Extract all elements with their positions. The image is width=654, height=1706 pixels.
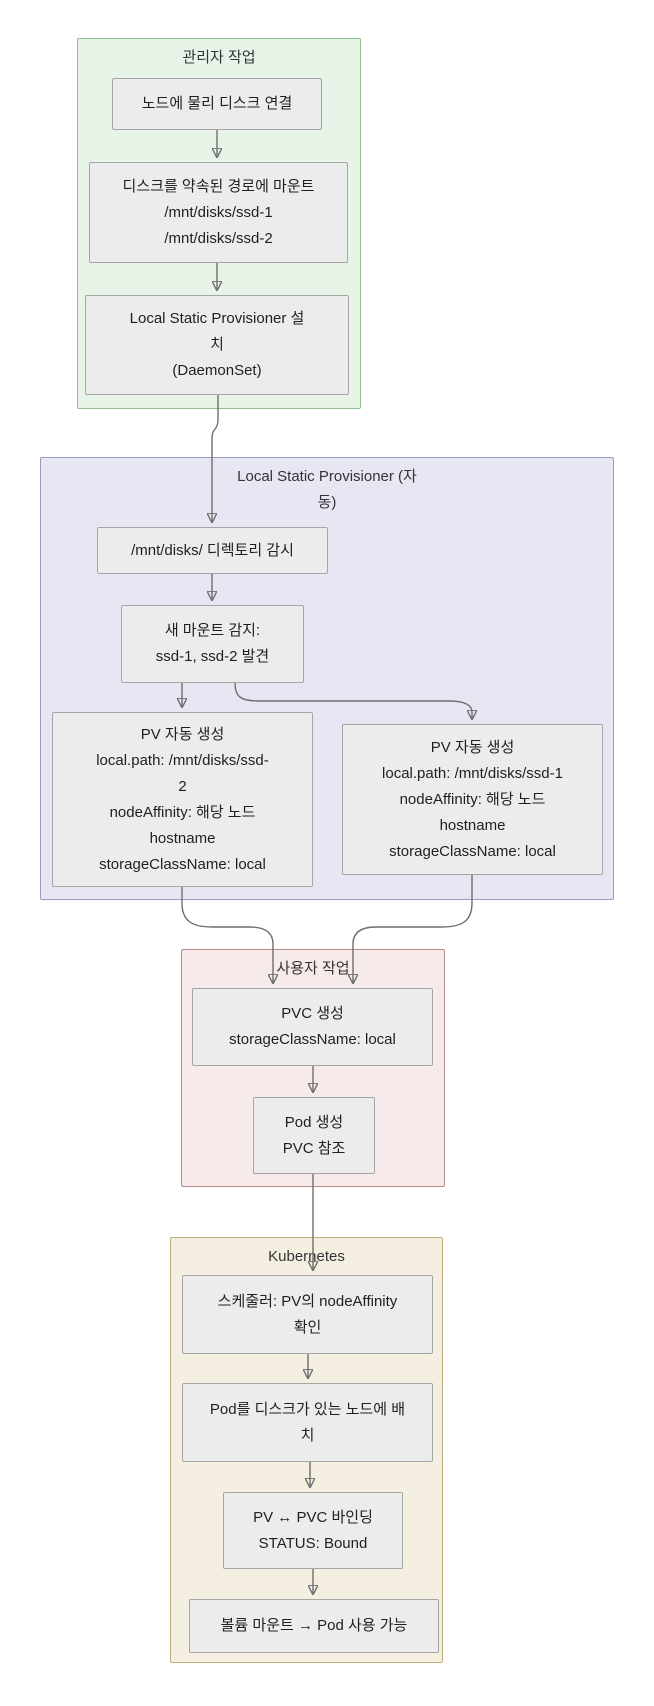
node-line: local.path: /mnt/disks/ssd-1 (382, 764, 563, 782)
node-line: nodeAffinity: 해당 노드 (109, 803, 256, 821)
group-title-line: 동) (317, 494, 337, 511)
node-line: /mnt/disks/ssd-1 (164, 203, 273, 221)
node-line: PV ↔ PVC 바인딩 (253, 1508, 373, 1526)
node-line: storageClassName: local (389, 842, 556, 860)
node-install-provisioner: Local Static Provisioner 설 치 (DaemonSet) (85, 295, 349, 395)
arrow-detect-to-pv1 (234, 682, 472, 718)
node-line: STATUS: Bound (258, 1534, 368, 1552)
node-line: Pod 생성 (284, 1113, 344, 1131)
node-line: 스케줄러: PV의 nodeAffinity (217, 1292, 398, 1310)
node-pv-ssd2: PV 자동 생성 local.path: /mnt/disks/ssd- 2 n… (52, 712, 313, 887)
node-line: storageClassName: local (229, 1031, 396, 1048)
node-line: Pod를 디스크가 있는 노드에 배 (209, 1400, 406, 1418)
node-line: 볼륨 마운트 → Pod 사용 가능 (220, 1617, 408, 1634)
node-line: 노드에 물리 디스크 연결 (141, 95, 293, 112)
node-pv-pvc-binding: PV ↔ PVC 바인딩 STATUS: Bound (223, 1492, 403, 1569)
node-line: 확인 (293, 1318, 322, 1336)
node-line: 치 (300, 1426, 315, 1444)
node-line: /mnt/disks/ssd-2 (164, 229, 273, 247)
node-line: PV 자동 생성 (140, 725, 225, 743)
node-line: PVC 생성 (281, 1005, 344, 1022)
node-scheduler-check: 스케줄러: PV의 nodeAffinity 확인 (182, 1275, 433, 1354)
node-line: 2 (178, 777, 187, 795)
node-line: (DaemonSet) (172, 362, 262, 379)
node-line: PVC 참조 (282, 1139, 346, 1157)
group-user-title: 사용자 작업 (276, 960, 350, 977)
node-line: ssd-1, ssd-2 발견 (155, 648, 270, 665)
node-mount-paths: 디스크를 약속된 경로에 마운트 /mnt/disks/ssd-1 /mnt/d… (89, 162, 348, 263)
group-kubernetes-title: Kubernetes (268, 1248, 345, 1265)
node-detect-mounts: 새 마운트 감지: ssd-1, ssd-2 발견 (121, 605, 304, 683)
group-title-line: Local Static Provisioner (자 (237, 468, 417, 485)
node-watch-directory: /mnt/disks/ 디렉토리 감시 (97, 527, 328, 574)
group-provisioner-title: Local Static Provisioner (자 동) (41, 464, 613, 516)
node-line: /mnt/disks/ 디렉토리 감시 (131, 541, 294, 559)
arrow-pv1-to-pvc (353, 875, 473, 982)
arrow-install-to-watch (212, 395, 219, 521)
node-line: 디스크를 약속된 경로에 마운트 (122, 177, 315, 195)
node-line: 치 (210, 336, 224, 353)
node-attach-disk: 노드에 물리 디스크 연결 (112, 78, 322, 130)
node-line: local.path: /mnt/disks/ssd- (96, 751, 269, 769)
node-line: 새 마운트 감지: (164, 622, 261, 639)
node-line: hostname (439, 816, 506, 834)
group-admin-title: 관리자 작업 (182, 49, 256, 66)
arrow-pv2-to-pvc (181, 887, 273, 982)
node-create-pod: Pod 생성 PVC 참조 (253, 1097, 375, 1174)
node-line: Local Static Provisioner 설 (129, 310, 305, 327)
node-create-pvc: PVC 생성 storageClassName: local (192, 988, 433, 1066)
node-pv-ssd1: PV 자동 생성 local.path: /mnt/disks/ssd-1 no… (342, 724, 603, 875)
node-line: nodeAffinity: 해당 노드 (399, 790, 546, 808)
node-place-pod: Pod를 디스크가 있는 노드에 배 치 (182, 1383, 433, 1462)
node-line: hostname (149, 829, 216, 847)
node-volume-ready: 볼륨 마운트 → Pod 사용 가능 (189, 1599, 439, 1653)
node-line: PV 자동 생성 (430, 738, 515, 756)
node-line: storageClassName: local (99, 855, 266, 873)
